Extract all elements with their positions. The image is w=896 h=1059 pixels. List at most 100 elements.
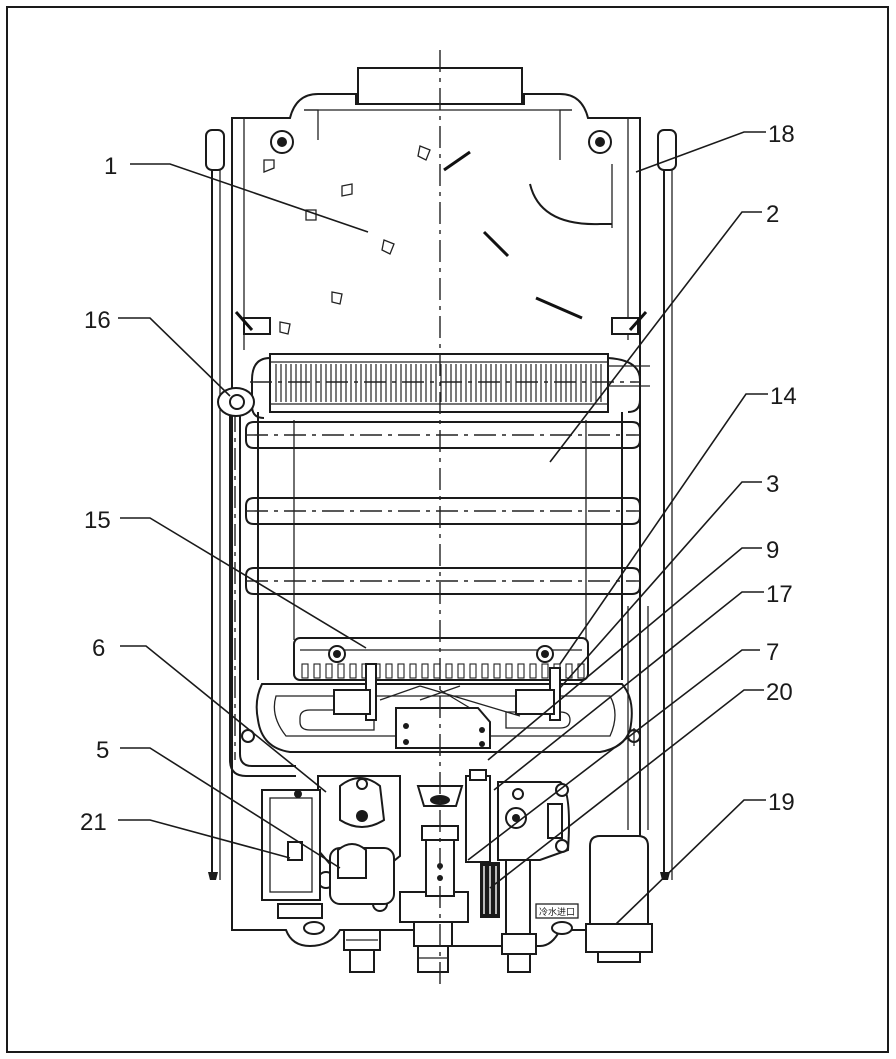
callout-18: 18: [768, 121, 795, 148]
flow-switch-coil-lines: [483, 866, 497, 914]
leader-19: [615, 799, 766, 925]
cold-inlet-pipe: [507, 953, 531, 973]
deflector-3: [535, 296, 583, 320]
callout-2: 2: [766, 201, 779, 228]
leader-21: [118, 819, 291, 859]
deflector-2: [482, 230, 510, 258]
leader-16: [118, 317, 231, 397]
hood-vent-tabs: [263, 145, 431, 335]
burner-tooth: [541, 663, 549, 679]
burner-tooth: [517, 663, 525, 679]
callout-17: 17: [766, 581, 793, 608]
center-plate-bolt-3: [479, 727, 485, 733]
water-regulator-bolt-3: [555, 839, 569, 853]
water-regulator-bolt-1: [512, 788, 524, 800]
center-bracket-plate: [395, 707, 491, 749]
burner-bolt-left-core: [333, 650, 341, 658]
callout-7: 7: [766, 639, 779, 666]
hot-outlet-nut: [413, 921, 453, 947]
flow-sensor-body: [465, 775, 491, 863]
leader-3: [559, 481, 762, 689]
left-rail-top: [205, 129, 225, 171]
left-electrode-cap: [333, 689, 371, 715]
burner-tooth: [493, 663, 501, 679]
callout-1: 1: [104, 153, 117, 180]
gas-valve-center: [356, 810, 368, 822]
burner-tooth: [529, 663, 537, 679]
burner-tooth: [481, 663, 489, 679]
left-water-pipe: [229, 400, 296, 777]
top-right-bolt-core: [595, 137, 605, 147]
callout-21: 21: [80, 809, 107, 836]
left-side-bolt: [241, 729, 255, 743]
leader-1: [130, 163, 369, 233]
cold-inlet-column: [505, 859, 531, 935]
burner-tooth: [421, 663, 429, 679]
right-bracket-bolt: [628, 311, 648, 331]
heat-exchanger-fins: [275, 364, 602, 402]
gas-valve-lower-knob: [337, 843, 367, 879]
center-plate-bolt-1: [403, 723, 409, 729]
burner-tooth: [397, 663, 405, 679]
left-rail-foot: [208, 872, 218, 880]
fan-arc: [529, 183, 612, 226]
callout-15: 15: [84, 507, 111, 534]
gas-inlet-pipe: [349, 949, 375, 973]
cold-inlet-nut: [501, 933, 537, 955]
burner-tooth: [433, 663, 441, 679]
heat-exchanger-frame: [269, 353, 609, 413]
frame-border: [6, 6, 889, 1053]
leader-18: [635, 131, 766, 173]
bottom-left-hole: [303, 921, 325, 935]
callout-3: 3: [766, 471, 779, 498]
microswitch-tab: [287, 841, 303, 861]
burner-tooth: [313, 663, 321, 679]
burner-tray: [255, 683, 633, 753]
flow-sensor-cap: [469, 769, 487, 781]
center-plate-bolt-4: [479, 741, 485, 747]
microswitch-base: [277, 903, 323, 919]
leader-2: [549, 211, 762, 463]
callout-6: 6: [92, 635, 105, 662]
burner-teeth: [301, 663, 585, 679]
gas-valve-top: [339, 777, 386, 828]
microswitch-inner: [269, 797, 313, 893]
callout-19: 19: [768, 789, 795, 816]
leader-5: [120, 747, 341, 869]
burner-manifold-frame: [293, 637, 589, 681]
water-regulator-core: [512, 814, 520, 822]
right-electrode-cap: [515, 689, 555, 715]
deflector-1: [443, 150, 471, 172]
temperature-sensor-core: [229, 394, 245, 410]
microswitch-bolt-top: [294, 790, 302, 798]
leader-7: [467, 649, 760, 861]
battery-box-cap: [585, 923, 653, 953]
left-water-pipe-b: [239, 412, 296, 767]
battery-box-foot: [597, 951, 641, 963]
burner-tooth: [445, 663, 453, 679]
burner-tooth: [457, 663, 465, 679]
leader-9: [487, 547, 762, 761]
leader-17: [493, 591, 764, 791]
center-plate-bolt-2: [403, 739, 409, 745]
burner-tooth: [469, 663, 477, 679]
left-tube-bend: [251, 357, 271, 419]
burner-tooth: [349, 663, 357, 679]
burner-tooth: [337, 663, 345, 679]
burner-tooth: [505, 663, 513, 679]
right-tube-bend: [607, 357, 641, 413]
burner-left-arm: [299, 709, 375, 731]
cold-inlet-stamp-frame: [535, 903, 579, 919]
burner-right-arm: [505, 711, 571, 729]
callout-leaders: [118, 131, 768, 925]
burner-tooth: [385, 663, 393, 679]
burner-tooth: [301, 663, 309, 679]
burner-bolt-right-core: [541, 650, 549, 658]
callout-5: 5: [96, 737, 109, 764]
leader-14: [559, 393, 768, 665]
water-regulator-bolt-2: [555, 783, 569, 797]
callout-16: 16: [84, 307, 111, 334]
cold-inlet-stamp: 冷水进口: [539, 906, 575, 918]
burner-tray-inner: [273, 695, 616, 737]
